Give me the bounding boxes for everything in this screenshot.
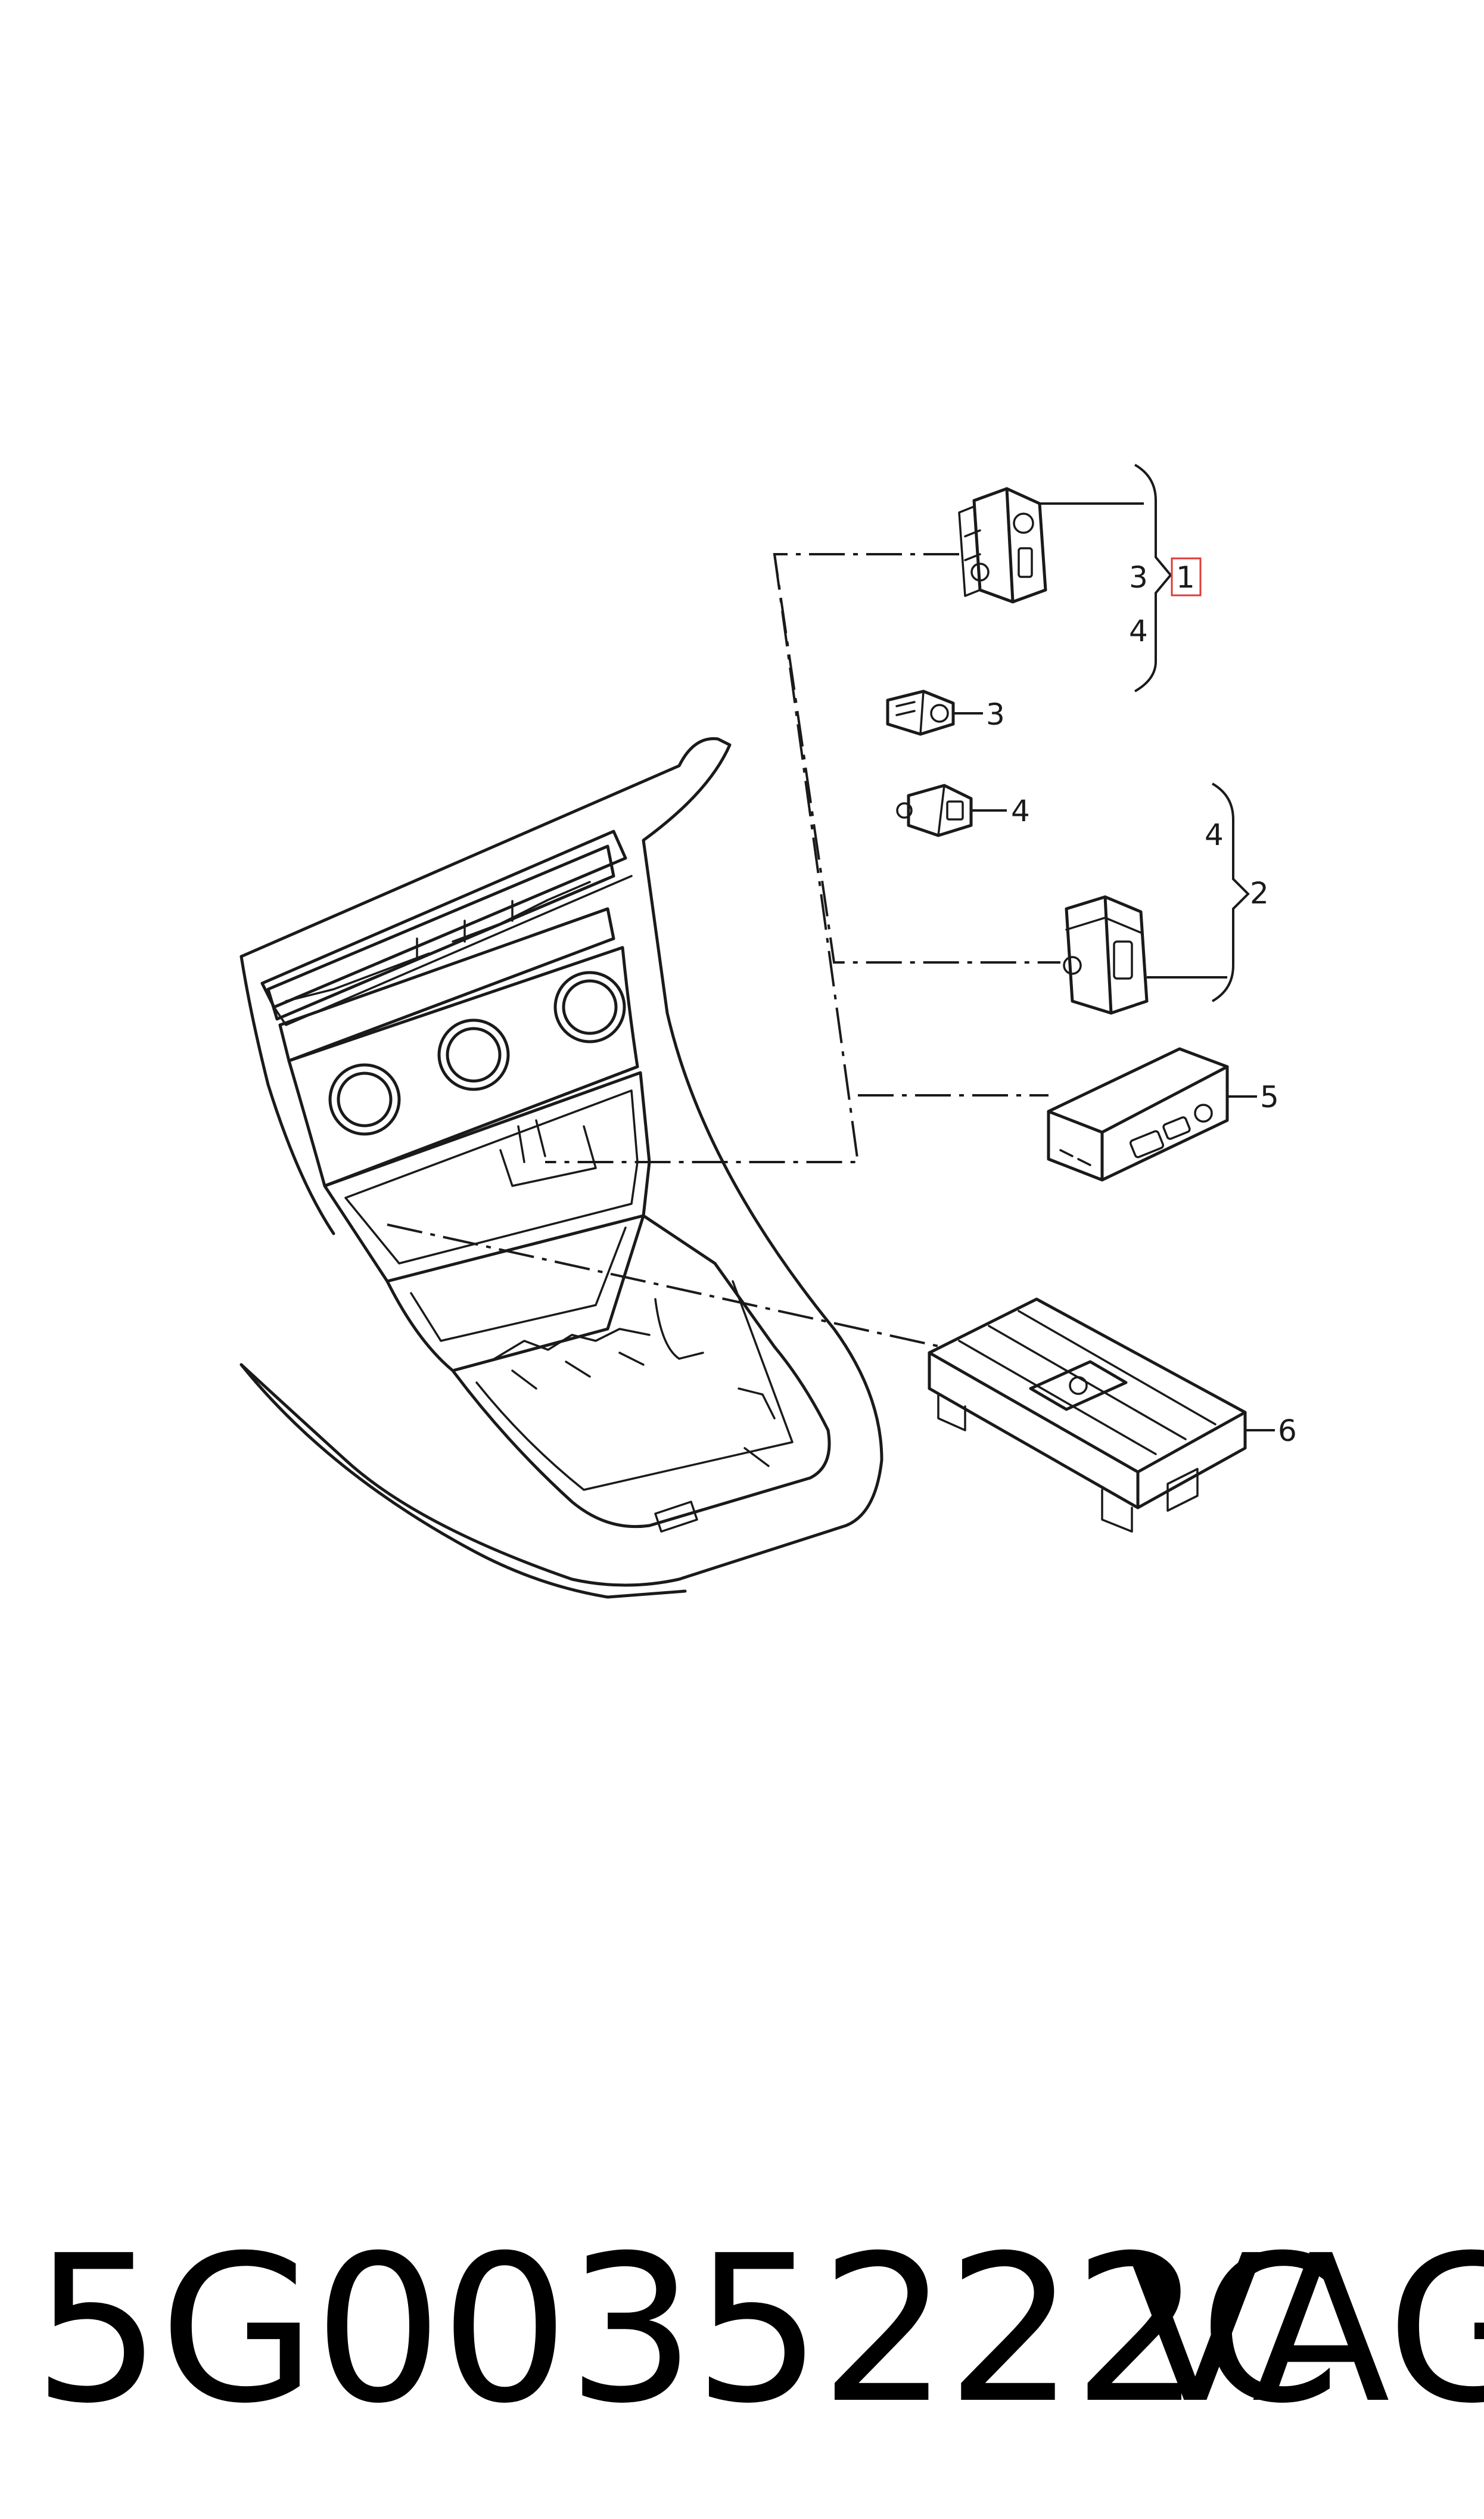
callouts: 1 2 3 4 3 4 4 5 6: [986, 557, 1297, 1448]
callout-6: 6: [1278, 1414, 1297, 1448]
part-2-usb-module: [1063, 895, 1149, 1015]
footer: 5G0035222C VAG: [0, 2205, 1484, 2455]
callout-4-second-bracket: 4: [1205, 818, 1224, 852]
brand-label: VAG: [1126, 2212, 1484, 2448]
part-1-usb-aux-hub: [958, 487, 1047, 604]
callout-1: 1: [1176, 560, 1195, 595]
callout-4: 4: [1011, 794, 1030, 828]
callout-3: 3: [986, 697, 1005, 732]
leader-lines: [953, 502, 1275, 1431]
callout-2: 2: [1250, 876, 1269, 911]
callout-5: 5: [1260, 1080, 1279, 1114]
center-console-drawing: [239, 737, 883, 1599]
callout-3-bracket: 3: [1129, 560, 1148, 595]
callout-1-highlight: [1171, 557, 1202, 597]
part-6-wireless-charger: [928, 1297, 1247, 1533]
callout-4-bracket: 4: [1129, 614, 1148, 648]
part-4-usb-socket: [896, 784, 973, 837]
part-5-dual-usb-module: [1047, 1047, 1229, 1182]
part-number: 5G0035222C: [33, 2212, 1340, 2448]
part-3-aux-socket: [886, 689, 955, 736]
brackets: [1134, 464, 1250, 1002]
assembly-lines: [387, 553, 1060, 1348]
